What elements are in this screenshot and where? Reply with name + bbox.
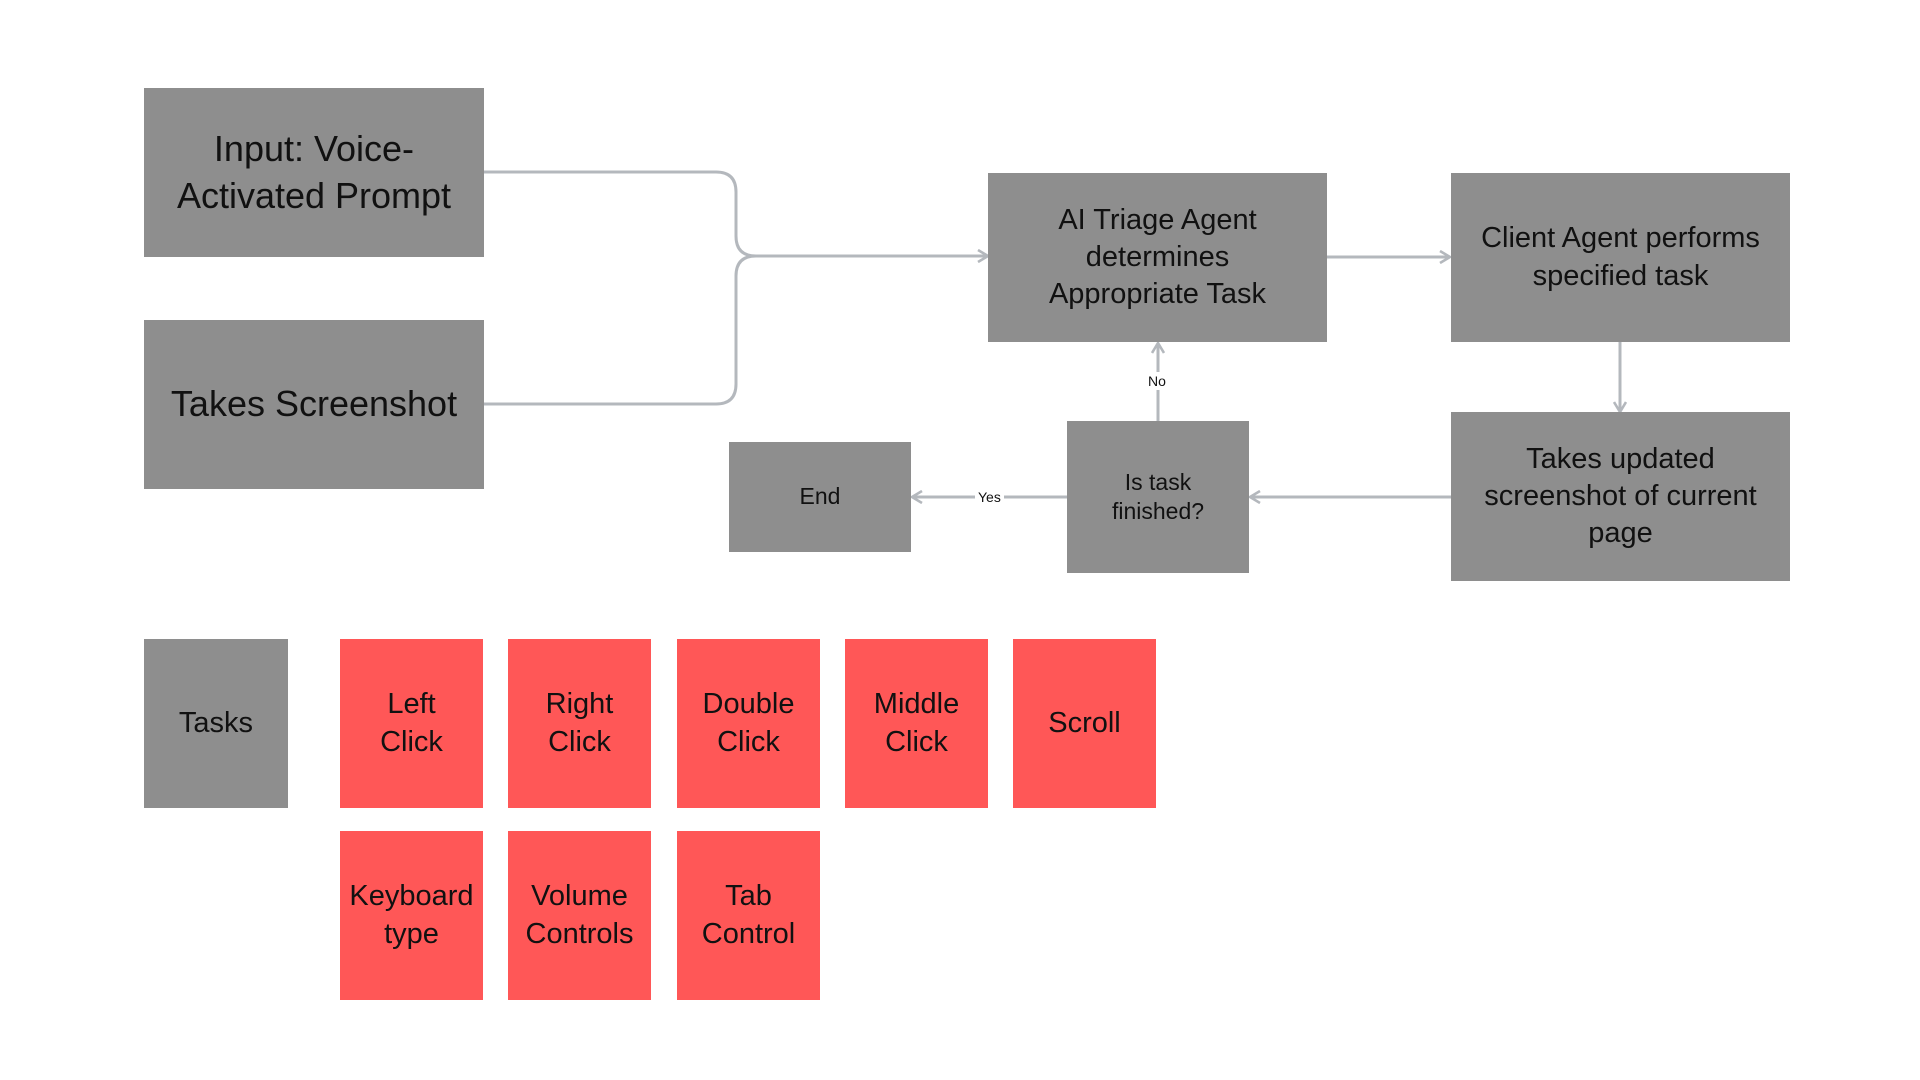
connector-screenshot-to-triage — [484, 254, 757, 406]
node-triage-agent: AI Triage Agent determines Appropriate T… — [988, 173, 1327, 342]
node-is-finished: Is task finished? — [1067, 421, 1249, 573]
node-client-agent: Client Agent performs specified task — [1451, 173, 1790, 342]
node-input-prompt: Input: Voice- Activated Prompt — [144, 88, 484, 257]
edge-label-no: No — [1145, 372, 1169, 390]
task-middle-click: Middle Click — [845, 639, 988, 808]
node-end: End — [729, 442, 911, 552]
node-updated-screenshot: Takes updated screenshot of current page — [1451, 412, 1790, 581]
task-right-click: Right Click — [508, 639, 651, 808]
task-tab-control: Tab Control — [677, 831, 820, 1000]
task-left-click: Left Click — [340, 639, 483, 808]
task-double-click: Double Click — [677, 639, 820, 808]
task-scroll: Scroll — [1013, 639, 1156, 808]
connector-input-to-triage — [484, 170, 988, 256]
node-takes-screenshot: Takes Screenshot — [144, 320, 484, 489]
tasks-header: Tasks — [144, 639, 288, 808]
task-volume-controls: Volume Controls — [508, 831, 651, 1000]
task-keyboard-type: Keyboard type — [340, 831, 483, 1000]
edge-label-yes: Yes — [975, 488, 1004, 506]
